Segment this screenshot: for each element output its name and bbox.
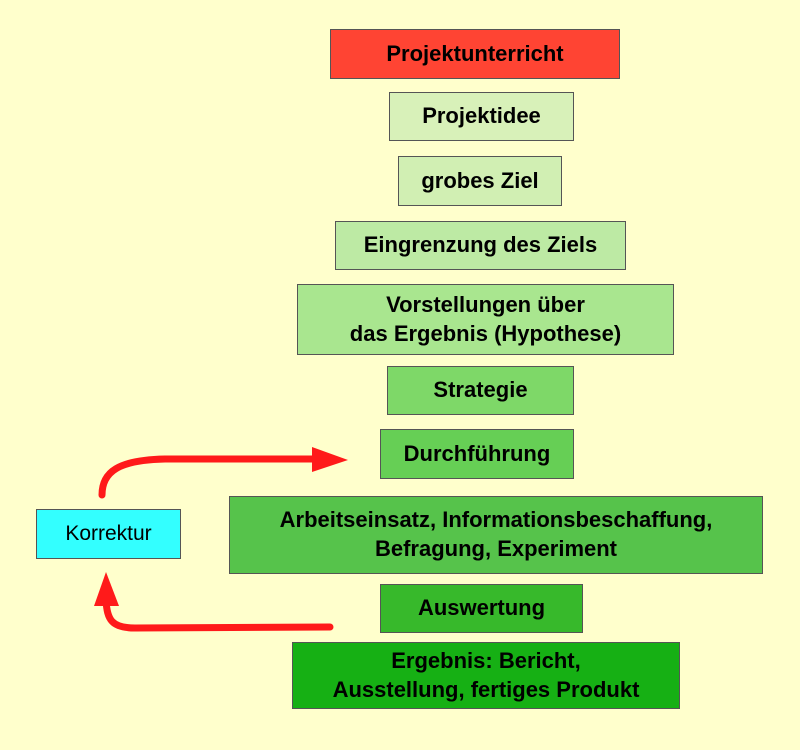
step-grobes-ziel: grobes Ziel — [398, 156, 562, 206]
korrektur-box: Korrektur — [36, 509, 181, 559]
step-vorstellungen-ergebnis: Vorstellungen über das Ergebnis (Hypothe… — [297, 284, 674, 355]
step-projektunterricht: Projektunterricht — [330, 29, 620, 79]
step-durchfuehrung: Durchführung — [380, 429, 574, 479]
step-strategie: Strategie — [387, 366, 574, 415]
step-ergebnis: Ergebnis: Bericht, Ausstellung, fertiges… — [292, 642, 680, 709]
step-projektidee: Projektidee — [389, 92, 574, 141]
arrowhead-right — [312, 447, 348, 472]
arrowhead-up — [94, 572, 119, 606]
step-auswertung: Auswertung — [380, 584, 583, 633]
step-arbeitseinsatz: Arbeitseinsatz, Informationsbeschaffung,… — [229, 496, 763, 574]
step-eingrenzung-des-ziels: Eingrenzung des Ziels — [335, 221, 626, 270]
arrow-to-korrektur — [102, 596, 334, 632]
arrow-to-durchfuehrung — [98, 455, 322, 499]
